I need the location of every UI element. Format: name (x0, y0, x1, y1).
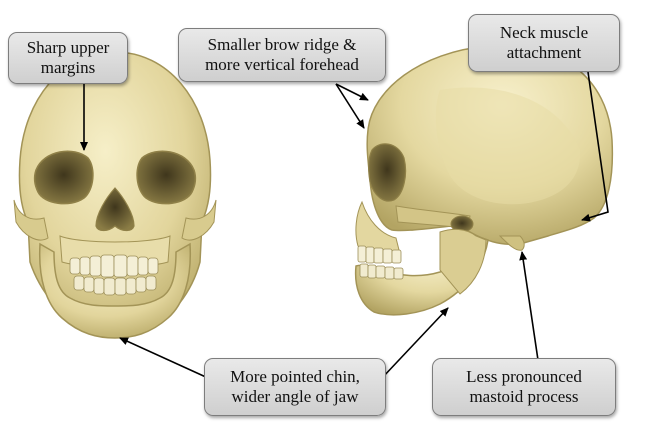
label-sharp-upper-margins: Sharp upper margins (8, 32, 128, 84)
front-cheekbones (13, 199, 217, 241)
side-ramus (439, 228, 487, 295)
arrow-mastoid (519, 251, 539, 361)
lateral-view-skull (354, 44, 614, 316)
label-more-pointed-chin-line2: wider angle of jaw (231, 387, 359, 406)
label-smaller-brow-ridge: Smaller brow ridge & more vertical foreh… (178, 28, 386, 82)
label-less-pronounced-mastoid: Less pronounced mastoid process (432, 358, 616, 416)
side-lower-teeth (359, 263, 404, 280)
arrow-neck-muscle (581, 71, 609, 222)
label-smaller-brow-ridge-line1: Smaller brow ridge & (207, 35, 357, 54)
front-mandible (38, 242, 192, 339)
label-neck-muscle-attachment: Neck muscle attachment (468, 14, 620, 72)
side-upper-teeth (357, 245, 402, 264)
front-left-eye-socket (33, 150, 94, 205)
front-upper-teeth (69, 254, 159, 278)
label-more-pointed-chin-line1: More pointed chin, (230, 367, 360, 386)
label-less-pronounced-mastoid-line2: mastoid process (469, 387, 579, 406)
front-lower-teeth (73, 275, 157, 296)
arrow-brow-ridge-a (335, 83, 369, 101)
annotation-arrows (80, 71, 609, 379)
label-neck-muscle-attachment-line1: Neck muscle (499, 23, 589, 42)
label-less-pronounced-mastoid-line1: Less pronounced (466, 367, 582, 386)
arrow-chin-front (119, 337, 209, 379)
side-eye-socket (368, 143, 407, 202)
arrow-brow-ridge-b (335, 83, 365, 129)
label-sharp-upper-margins-line1: Sharp upper (26, 38, 110, 57)
label-more-pointed-chin: More pointed chin, wider angle of jaw (204, 358, 386, 416)
label-neck-muscle-attachment-line2: attachment (506, 43, 582, 62)
front-nasal-cavity (95, 187, 135, 232)
side-temporal-region (435, 87, 581, 205)
label-smaller-brow-ridge-line2: more vertical forehead (205, 55, 359, 74)
label-sharp-upper-margins-line2: margins (40, 58, 96, 77)
frontal-view-skull (13, 51, 217, 339)
side-mastoid-process (498, 235, 525, 251)
arrow-chin-side (381, 307, 449, 379)
front-right-eye-socket (136, 150, 197, 205)
